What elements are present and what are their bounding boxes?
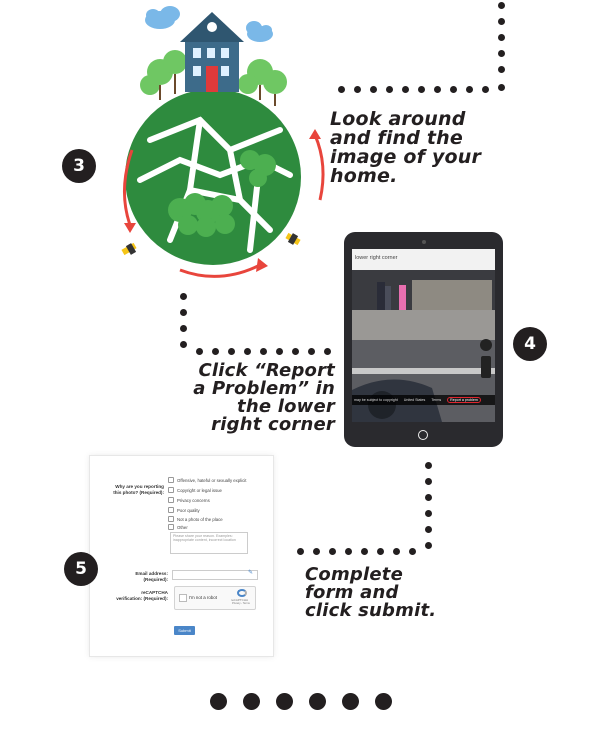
checkbox-icon[interactable] — [168, 487, 174, 493]
tablet-home-button — [418, 430, 428, 440]
bottom-dot — [342, 693, 359, 710]
bottom-dot — [276, 693, 293, 710]
cloud-left-icon — [145, 6, 180, 29]
email-label: Email address: (Required): — [135, 571, 168, 582]
reason-label: Why are you reporting this photo? (Requi… — [113, 484, 164, 495]
step-5-badge: 5 — [64, 552, 98, 586]
screen-heading: lower right corner — [355, 255, 398, 261]
email-field[interactable] — [172, 570, 258, 580]
option-not-place[interactable]: Not a photo of the place — [168, 516, 223, 522]
bottom-dot — [210, 693, 227, 710]
step-3-caption: Look around and find the image of your h… — [330, 110, 481, 186]
option-quality[interactable]: Poor quality — [168, 507, 200, 513]
screen-footer: may be subject to copyright United State… — [352, 395, 495, 405]
step-3-badge: 3 — [62, 149, 96, 183]
caption-line: Click “Report — [198, 360, 335, 381]
option-label: Copyright or legal issue — [177, 487, 222, 493]
caption-line: the lower — [237, 396, 335, 417]
house-icon — [180, 12, 244, 92]
captcha-checkbox[interactable] — [179, 594, 187, 602]
checkbox-icon[interactable] — [168, 524, 174, 530]
checkbox-icon[interactable] — [168, 507, 174, 513]
caption-line: Complete — [305, 564, 404, 585]
recaptcha-terms[interactable]: Privacy - Terms — [232, 602, 250, 605]
footer-country: United States — [403, 398, 426, 402]
captcha-text: I'm not a robot — [189, 595, 217, 600]
option-label: Other — [177, 524, 188, 530]
caption-line: form and — [305, 582, 399, 603]
caption-line: click submit. — [305, 600, 437, 621]
caption-line: right corner — [211, 414, 335, 435]
option-privacy[interactable]: Privacy concerns — [168, 497, 210, 503]
recaptcha-label: reCAPTCHA verification: (Required): — [116, 590, 168, 601]
bottom-dot — [309, 693, 326, 710]
recaptcha-brand: reCAPTCHA — [231, 598, 249, 602]
caption-line: Look around — [330, 108, 466, 130]
option-copyright[interactable]: Copyright or legal issue — [168, 487, 222, 493]
caption-line: a Problem” in — [193, 378, 335, 399]
bottom-dot — [243, 693, 260, 710]
footer-terms[interactable]: Terms — [431, 398, 442, 402]
report-form-card: Why are you reporting this photo? (Requi… — [89, 455, 274, 657]
option-other[interactable]: Other — [168, 524, 188, 530]
option-label: Privacy concerns — [177, 497, 210, 503]
option-label: Poor quality — [177, 507, 200, 513]
submit-button[interactable]: Submit — [174, 626, 195, 635]
step-5-caption: Complete form and click submit. — [305, 566, 436, 620]
step-3-number: 3 — [73, 156, 85, 176]
tablet-camera — [422, 240, 426, 244]
option-offensive[interactable]: Offensive, hateful or sexually explicit — [168, 477, 246, 483]
checkbox-icon[interactable] — [168, 516, 174, 522]
globe-illustration — [121, 6, 325, 278]
reason-textarea[interactable]: Please share your reason. Examples: inap… — [170, 532, 248, 554]
step-5-number: 5 — [75, 559, 87, 579]
recaptcha-widget[interactable]: I'm not a robot reCAPTCHA Privacy - Term… — [174, 586, 256, 610]
checkbox-icon[interactable] — [168, 497, 174, 503]
recaptcha-logo-icon — [237, 589, 247, 597]
option-label: Not a photo of the place — [177, 516, 223, 522]
checkbox-icon[interactable] — [168, 477, 174, 483]
step-4-caption: Click “Report a Problem” in the lower ri… — [190, 362, 335, 434]
bottom-dot — [375, 693, 392, 710]
step-4-badge: 4 — [513, 327, 547, 361]
satellite-left-icon — [121, 242, 137, 256]
caption-line: and find the — [330, 127, 463, 149]
orbit-arrows — [122, 134, 325, 278]
email-autofill-icon[interactable]: ✎ — [248, 570, 254, 576]
caption-line: home. — [330, 165, 398, 187]
cloud-right-icon — [246, 21, 273, 42]
tablet-device: lower right corner may be subject to cop… — [344, 232, 503, 447]
caption-line: image of your — [330, 146, 482, 168]
footer-copyright: may be subject to copyright — [354, 398, 398, 402]
tablet-screen: lower right corner may be subject to cop… — [352, 249, 495, 422]
report-problem-link[interactable]: Report a problem — [447, 397, 481, 403]
option-label: Offensive, hateful or sexually explicit — [177, 477, 247, 483]
satellite-right-icon — [285, 232, 301, 246]
step-4-number: 4 — [524, 334, 536, 354]
